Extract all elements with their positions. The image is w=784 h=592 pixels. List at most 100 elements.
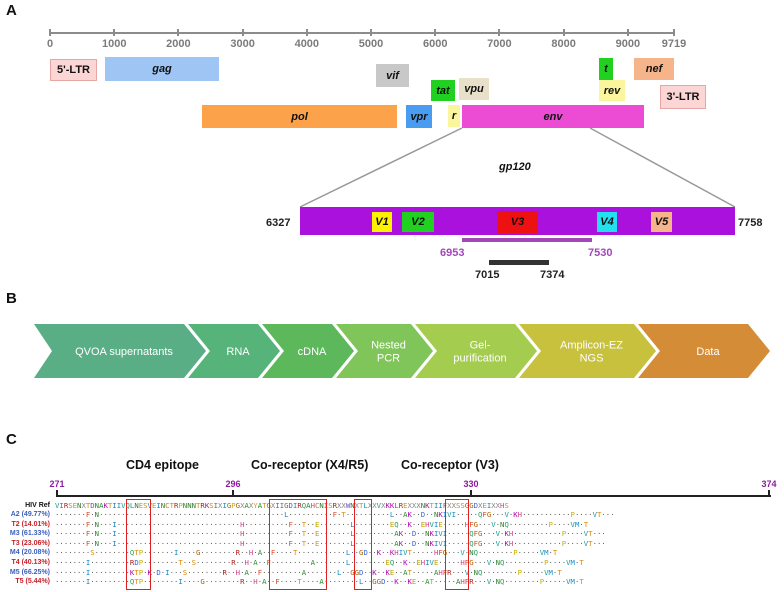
workflow-step-label: NGS xyxy=(580,353,604,365)
sample-label: M4 (20.08%) xyxy=(9,549,50,557)
workflow-step-label: RNA xyxy=(226,346,250,358)
ruler-tick xyxy=(49,29,51,36)
sample-sequence: ·······F·N···I··························… xyxy=(55,529,606,539)
region-v4: V4 xyxy=(597,212,617,232)
workflow-step-label: QVOA supernatants xyxy=(75,346,173,358)
position-label: 374 xyxy=(761,479,777,489)
position-label: 296 xyxy=(225,479,241,489)
workflow-step-label: Amplicon-EZ xyxy=(560,340,623,352)
ruler-tick xyxy=(626,29,629,36)
sample-label: M5 (66.25%) xyxy=(9,568,50,576)
position-label: 330 xyxy=(463,479,479,489)
ruler-tick-label: 1000 xyxy=(101,38,127,50)
ruler-tick-label: 0 xyxy=(46,38,54,50)
workflow-step xyxy=(336,324,433,378)
sample-label: T5 (5.44%) xyxy=(15,578,50,586)
gene-rev-1: r xyxy=(448,105,460,127)
workflow-step xyxy=(188,324,280,378)
workflow-step-label: Nested xyxy=(371,340,406,352)
gene-env: env xyxy=(462,105,644,128)
ref-sequence: VIRSENXTDNAKTIIVQLNESVEINCTRPNNNTRKSIXIG… xyxy=(55,501,509,510)
gene-3-ltr: 3'-LTR xyxy=(660,85,706,109)
black-range-start: 7015 xyxy=(475,269,500,281)
heading-coreceptor-x4r5: Co-receptor (X4/R5) xyxy=(251,458,369,472)
gene-tat: tat xyxy=(431,80,455,101)
position-axis xyxy=(56,495,771,497)
position-tick xyxy=(232,490,234,497)
black-range-end: 7374 xyxy=(540,269,565,281)
gp120-title: gp120 xyxy=(499,161,531,173)
gene-5-ltr: 5'-LTR xyxy=(50,59,97,81)
ruler-tick xyxy=(673,29,675,36)
highlight-box-v3 xyxy=(445,499,469,590)
ruler-tick xyxy=(562,29,565,36)
ruler-tick xyxy=(434,29,437,36)
sample-sequence: ·······I·········QTP········I····G······… xyxy=(55,577,584,587)
ruler-tick-label: 8000 xyxy=(551,38,576,50)
purple-range-bar xyxy=(462,238,592,242)
workflow-step-label: Data xyxy=(696,346,720,358)
purple-range-start: 6953 xyxy=(440,247,465,259)
gp120-end: 7758 xyxy=(738,217,763,229)
region-v3: V3 xyxy=(497,211,538,233)
workflow-step-label: Gel- xyxy=(470,340,491,352)
workflow-step xyxy=(34,324,206,378)
sample-sequence: ·······F·N···I··························… xyxy=(55,519,589,529)
sample-label: T3 (23.06%) xyxy=(11,539,50,547)
region-v5: V5 xyxy=(651,212,672,232)
gene-vpr: vpr xyxy=(406,105,432,128)
gene-pol: pol xyxy=(202,105,397,128)
black-range-bar xyxy=(489,260,549,265)
ruler-tick xyxy=(177,29,180,36)
workflow-step-label: cDNA xyxy=(298,346,327,358)
sample-label: A2 (49.77%) xyxy=(10,511,50,518)
ruler-tick-label: 6000 xyxy=(422,38,448,50)
ruler-tick xyxy=(113,29,116,36)
ruler-tick xyxy=(498,29,501,36)
heading-coreceptor-v3: Co-receptor (V3) xyxy=(401,458,499,472)
highlight-box-x4r5 xyxy=(269,499,327,590)
workflow-step-label: purification xyxy=(453,353,506,365)
ruler-tick-label: 4000 xyxy=(294,38,320,50)
gene-tat-2: t xyxy=(599,58,613,80)
zoom-lines xyxy=(299,127,736,208)
workflow-step xyxy=(262,324,354,378)
position-tick xyxy=(768,490,770,497)
highlight-box-cd4 xyxy=(126,499,151,590)
sequence-alignment: HIV Ref VIRSENXTDNAKTIIVQLNESVEINCTRPNNN… xyxy=(0,499,784,591)
sample-sequence: ·······F·N······························… xyxy=(55,510,615,519)
sample-label: M3 (61.33%) xyxy=(9,530,50,538)
gene-vpu: vpu xyxy=(459,78,489,100)
panel-label-a: A xyxy=(6,2,17,19)
region-v2: V2 xyxy=(402,212,434,232)
position-tick xyxy=(56,490,58,497)
position-label: 271 xyxy=(49,479,65,489)
sample-sequence: ········S········QTP·······I····G·······… xyxy=(55,548,558,558)
sample-sequence: ·······I·········KTP·K·D·I···S········R·… xyxy=(55,567,562,577)
heading-cd4-epitope: CD4 epitope xyxy=(126,458,199,472)
workflow-step xyxy=(638,324,770,378)
workflow-step xyxy=(519,324,656,378)
highlight-box-x4r5-b xyxy=(354,499,372,590)
ruler-tick-label: 5000 xyxy=(358,38,384,50)
region-v1: V1 xyxy=(372,212,392,232)
sample-label: T4 (40.13%) xyxy=(11,559,50,566)
gp120-start: 6327 xyxy=(266,217,291,229)
ruler-line xyxy=(50,32,674,34)
ruler-tick xyxy=(241,29,244,36)
gene-nef: nef xyxy=(634,58,674,80)
panel-label-c: C xyxy=(6,431,17,448)
gene-vif: vif xyxy=(376,64,409,87)
gene-rev: rev xyxy=(599,80,625,101)
panel-label-b: B xyxy=(6,290,17,307)
workflow-step xyxy=(415,324,537,378)
ruler-tick-label: 7000 xyxy=(487,38,512,50)
purple-range-end: 7530 xyxy=(588,247,613,259)
sample-label: T2 (14.01%) xyxy=(11,520,50,528)
ruler-tick-label: 3000 xyxy=(230,38,255,50)
ruler-tick-label: 9000 xyxy=(615,38,641,50)
ref-label: HIV Ref xyxy=(25,502,50,509)
ruler-tick xyxy=(370,29,373,36)
ruler-tick-label: 9719 xyxy=(661,38,687,50)
